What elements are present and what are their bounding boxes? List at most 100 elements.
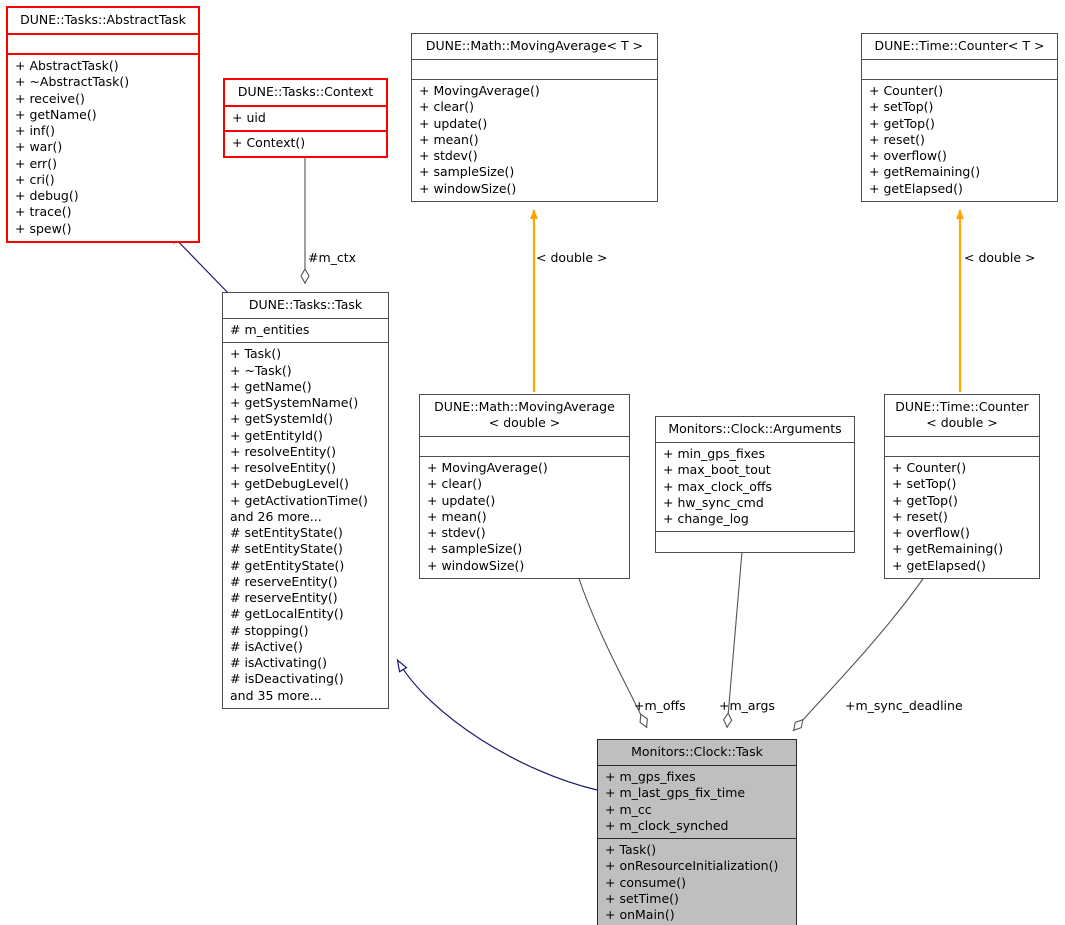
class-member: + m_clock_synched bbox=[605, 817, 729, 833]
class-title-context: DUNE::Tasks::Context bbox=[225, 80, 386, 107]
class-member: + getTop() bbox=[892, 492, 958, 508]
class-box-clock-task[interactable]: Monitors::Clock::Task + m_gps_fixes+ m_l… bbox=[597, 739, 797, 925]
class-member: + getElapsed() bbox=[869, 180, 963, 196]
class-member: + spew() bbox=[15, 220, 72, 236]
class-member: + max_clock_offs bbox=[663, 478, 773, 494]
class-member: + m_gps_fixes bbox=[605, 769, 696, 784]
class-member: # stopping() bbox=[230, 622, 309, 638]
class-box-abstract-task[interactable]: DUNE::Tasks::AbstractTask + AbstractTask… bbox=[6, 6, 200, 243]
class-member: + sampleSize() bbox=[419, 164, 515, 180]
edge-label-m-args: +m_args bbox=[719, 698, 775, 713]
class-member: + setTop() bbox=[869, 99, 934, 115]
class-attributes-moving-average-double bbox=[420, 437, 629, 457]
class-member: + getEntityId() bbox=[230, 427, 323, 443]
class-member: + onResourceInitialization() bbox=[605, 858, 779, 874]
class-member: + resolveEntity() bbox=[230, 443, 336, 459]
class-attributes-moving-average-t bbox=[412, 60, 657, 80]
class-methods-context: + Context() bbox=[225, 132, 386, 155]
class-member: + Counter() bbox=[869, 83, 944, 98]
class-member: + getRemaining() bbox=[892, 541, 1004, 557]
class-member: + onMain() bbox=[605, 907, 675, 922]
class-member: + MovingAverage() bbox=[419, 83, 540, 98]
edge-label-template-double-right: < double > bbox=[964, 250, 1036, 265]
class-methods-moving-average-double: + MovingAverage()+ clear()+ update()+ me… bbox=[420, 457, 629, 578]
class-member: + min_gps_fixes bbox=[663, 446, 765, 461]
class-title-moving-average-t: DUNE::Math::MovingAverage< T > bbox=[412, 34, 657, 60]
class-member: + update() bbox=[427, 492, 496, 508]
class-attributes-context: + uid bbox=[225, 107, 386, 133]
class-title-clock-task: Monitors::Clock::Task bbox=[598, 740, 796, 766]
class-box-moving-average-double[interactable]: DUNE::Math::MovingAverage < double > + M… bbox=[419, 394, 630, 579]
class-title-moving-average-double: DUNE::Math::MovingAverage < double > bbox=[420, 395, 629, 437]
class-member: + getTop() bbox=[869, 115, 935, 131]
class-member: + MovingAverage() bbox=[427, 460, 548, 475]
class-member: + sampleSize() bbox=[427, 541, 523, 557]
class-member: + ~Task() bbox=[230, 362, 292, 378]
class-member: + getRemaining() bbox=[869, 164, 981, 180]
class-member: + receive() bbox=[15, 90, 85, 106]
class-box-context[interactable]: DUNE::Tasks::Context + uid + Context() bbox=[223, 78, 388, 158]
class-member: + stdev() bbox=[419, 148, 478, 163]
class-title-counter-t: DUNE::Time::Counter< T > bbox=[862, 34, 1057, 60]
class-member: + update() bbox=[419, 115, 488, 131]
class-box-tasks-task[interactable]: DUNE::Tasks::Task # m_entities + Task()+… bbox=[222, 292, 389, 709]
class-attributes-clock-task: + m_gps_fixes+ m_last_gps_fix_time+ m_cc… bbox=[598, 766, 796, 839]
class-member: + reset() bbox=[892, 508, 948, 524]
class-methods-counter-t: + Counter()+ setTop()+ getTop()+ reset()… bbox=[862, 80, 1057, 201]
class-member: + overflow() bbox=[869, 148, 947, 163]
class-member: + stdev() bbox=[427, 525, 486, 540]
class-member: # getLocalEntity() bbox=[230, 606, 344, 622]
class-member: + windowSize() bbox=[427, 557, 525, 573]
class-member: + consume() bbox=[605, 874, 686, 890]
class-member: + reset() bbox=[869, 131, 925, 147]
class-member: # m_entities bbox=[230, 322, 310, 337]
class-member: + m_last_gps_fix_time bbox=[605, 785, 746, 801]
class-member: # isActive() bbox=[230, 638, 303, 654]
class-member: # setEntityState() bbox=[230, 541, 343, 557]
class-member: + trace() bbox=[15, 204, 72, 220]
class-title-clock-arguments: Monitors::Clock::Arguments bbox=[656, 417, 854, 443]
class-box-counter-double[interactable]: DUNE::Time::Counter < double > + Counter… bbox=[884, 394, 1040, 579]
class-methods-clock-task: + Task()+ onResourceInitialization()+ co… bbox=[598, 839, 796, 925]
class-member: + err() bbox=[15, 155, 57, 171]
class-member: + Task() bbox=[605, 842, 657, 857]
class-attributes-abstract-task bbox=[8, 35, 198, 55]
class-member: + getSystemName() bbox=[230, 395, 359, 410]
class-methods-counter-double: + Counter()+ setTop()+ getTop()+ reset()… bbox=[885, 457, 1039, 578]
class-member: + getDebugLevel() bbox=[230, 476, 349, 492]
class-member: # reserveEntity() bbox=[230, 573, 338, 589]
class-member: + getActivationTime() bbox=[230, 492, 368, 508]
class-member: + Context() bbox=[232, 135, 306, 151]
class-member: + setTop() bbox=[892, 476, 957, 492]
class-attributes-tasks-task: # m_entities bbox=[223, 319, 388, 344]
class-member: # getEntityState() bbox=[230, 557, 345, 573]
class-member: # isDeactivating() bbox=[230, 671, 344, 687]
class-member: + getName() bbox=[230, 378, 312, 394]
class-attributes-counter-t bbox=[862, 60, 1057, 80]
class-member: + debug() bbox=[15, 188, 79, 203]
class-member: + clear() bbox=[419, 99, 475, 115]
class-methods-moving-average-t: + MovingAverage()+ clear()+ update()+ me… bbox=[412, 80, 657, 201]
class-attributes-counter-double bbox=[885, 437, 1039, 457]
class-box-clock-arguments[interactable]: Monitors::Clock::Arguments + min_gps_fix… bbox=[655, 416, 855, 554]
class-member: + getSystemId() bbox=[230, 411, 333, 427]
class-member: + mean() bbox=[427, 508, 487, 524]
class-member: + clear() bbox=[427, 476, 483, 492]
edge-label-m-sync-deadline: +m_sync_deadline bbox=[845, 698, 963, 713]
class-member: + getName() bbox=[15, 106, 97, 122]
class-title-counter-double: DUNE::Time::Counter < double > bbox=[885, 395, 1039, 437]
class-methods-tasks-task: + Task()+ ~Task()+ getName()+ getSystemN… bbox=[223, 343, 388, 708]
class-member: + getElapsed() bbox=[892, 557, 986, 573]
class-member: + change_log bbox=[663, 511, 749, 526]
edge-label-m-ctx: #m_ctx bbox=[308, 250, 357, 265]
class-box-moving-average-t[interactable]: DUNE::Math::MovingAverage< T > + MovingA… bbox=[411, 33, 658, 202]
class-member: + uid bbox=[232, 110, 266, 125]
class-box-counter-t[interactable]: DUNE::Time::Counter< T > + Counter()+ se… bbox=[861, 33, 1058, 202]
class-member: + resolveEntity() bbox=[230, 460, 336, 475]
class-title-tasks-task: DUNE::Tasks::Task bbox=[223, 293, 388, 319]
class-title-abstract-task: DUNE::Tasks::AbstractTask bbox=[8, 8, 198, 35]
class-member: + Counter() bbox=[892, 460, 967, 475]
class-member: + Task() bbox=[230, 346, 282, 362]
class-member: + mean() bbox=[419, 131, 479, 147]
